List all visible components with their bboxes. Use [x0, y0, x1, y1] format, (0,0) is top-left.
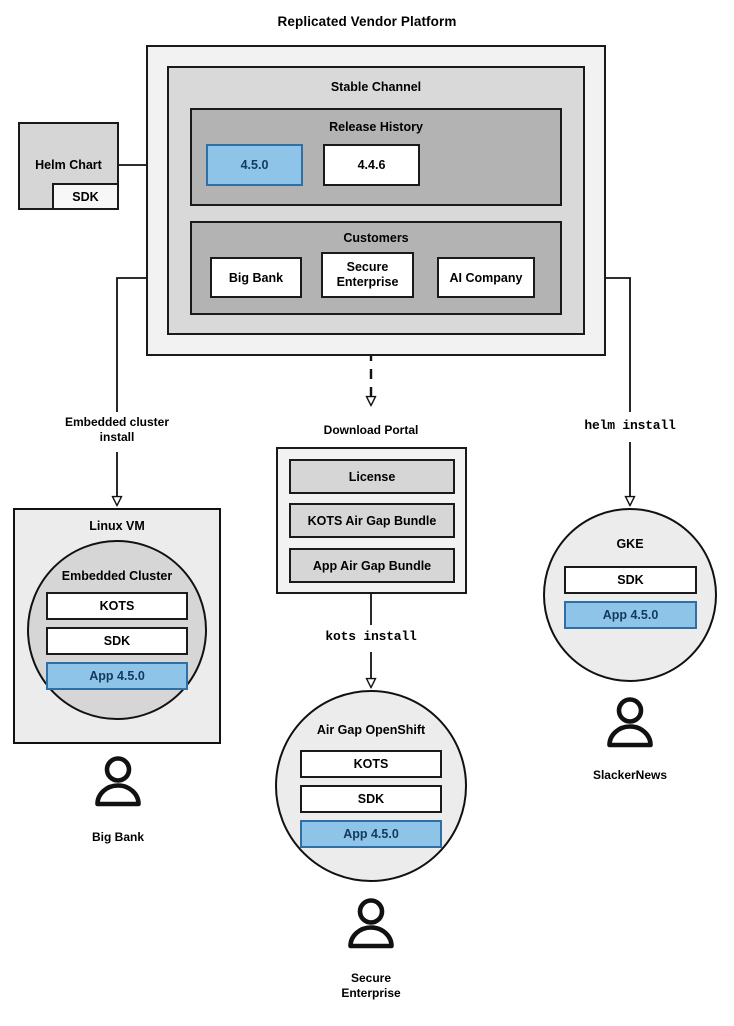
- gke-title: GKE: [616, 537, 644, 551]
- air-gap-openshift-title: Air Gap OpenShift: [316, 723, 426, 737]
- air-gap-openshift-component-kots[interactable]: KOTS: [300, 750, 442, 778]
- download-portal-title: Download Portal: [323, 423, 419, 437]
- download-portal-item-kots-air-gap-bundle[interactable]: KOTS Air Gap Bundle: [289, 503, 455, 538]
- download-portal-item-app-air-gap-bundle[interactable]: App Air Gap Bundle: [289, 548, 455, 583]
- embedded-cluster-title: Embedded Cluster: [61, 569, 173, 583]
- helm-chart-sdk-box[interactable]: SDK: [52, 183, 119, 210]
- download-portal-item-license[interactable]: License: [289, 459, 455, 494]
- customer-big-bank-label: Big Bank: [228, 270, 284, 285]
- release-4-5-0[interactable]: 4.5.0: [206, 144, 303, 186]
- edge-label-embedded-cluster-install: Embedded cluster install: [64, 415, 170, 444]
- gke-component-app[interactable]: App 4.5.0: [564, 601, 697, 629]
- air-gap-openshift-component-sdk[interactable]: SDK: [300, 785, 442, 813]
- stable-channel-label: Stable Channel: [330, 80, 422, 94]
- helm-install-command: helm install: [584, 418, 676, 433]
- persona-label-secure-enterprise: Secure Enterprise: [341, 971, 401, 1000]
- kots-install-command: kots install: [325, 629, 417, 644]
- persona-label-big-bank: Big Bank: [91, 830, 144, 844]
- customer-secure-enterprise[interactable]: Secure Enterprise: [321, 252, 414, 298]
- edge-label-helm-install: helm install: [540, 418, 720, 434]
- release-4-4-6[interactable]: 4.4.6: [323, 144, 420, 186]
- persona-label-slackernews: SlackerNews: [592, 768, 668, 782]
- page-title: Replicated Vendor Platform: [277, 14, 457, 29]
- customers-label: Customers: [343, 231, 409, 245]
- customer-ai-company-label: AI Company: [449, 270, 523, 285]
- linux-vm-component-app[interactable]: App 4.5.0: [46, 662, 188, 690]
- persona-icon-secure-enterprise: [348, 898, 394, 949]
- edge-label-kots-install: kots install: [281, 629, 461, 645]
- persona-icon-slackernews: [607, 697, 653, 748]
- release-history-label: Release History: [329, 120, 423, 134]
- customer-big-bank[interactable]: Big Bank: [210, 257, 302, 298]
- helm-chart-label: Helm Chart: [35, 158, 102, 172]
- customer-ai-company[interactable]: AI Company: [437, 257, 535, 298]
- linux-vm-title: Linux VM: [89, 519, 145, 533]
- linux-vm-component-kots[interactable]: KOTS: [46, 592, 188, 620]
- gke-circle: [543, 508, 717, 682]
- helm-chart-sdk-label: SDK: [72, 189, 99, 204]
- air-gap-openshift-component-app[interactable]: App 4.5.0: [300, 820, 442, 848]
- persona-icon-big-bank: [95, 756, 141, 807]
- customer-secure-enterprise-label: Secure Enterprise: [336, 260, 399, 289]
- linux-vm-component-sdk[interactable]: SDK: [46, 627, 188, 655]
- gke-component-sdk[interactable]: SDK: [564, 566, 697, 594]
